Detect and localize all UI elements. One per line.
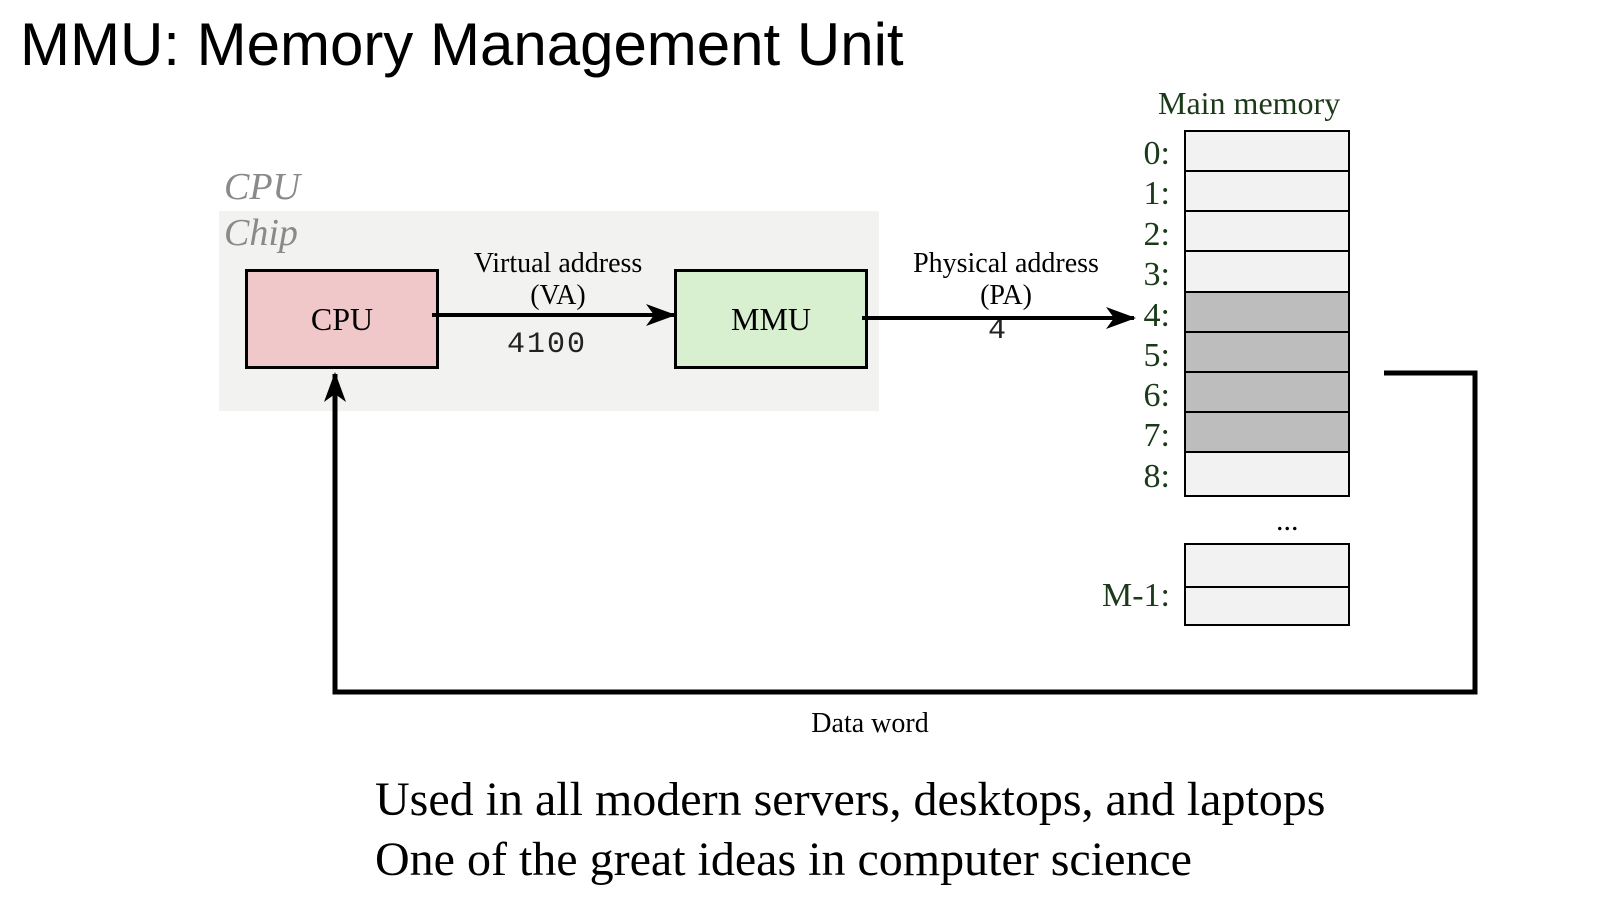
- memory-cell-5: [1184, 331, 1350, 374]
- memory-address-6: 6:: [1143, 377, 1170, 414]
- memory-address-3: 3:: [1143, 256, 1170, 293]
- memory-cell-m-1: [1184, 586, 1350, 626]
- slide-title: MMU: Memory Management Unit: [20, 11, 904, 78]
- virtual-address-value: 4100: [507, 328, 588, 362]
- cpu-chip-label: CPU Chip: [224, 164, 300, 256]
- mmu-box-label: MMU: [730, 300, 811, 337]
- memory-cell-8: [1184, 451, 1350, 497]
- physical-address-label: Physical address (PA): [906, 248, 1106, 312]
- main-memory-title: Main memory: [1158, 85, 1341, 121]
- memory-address-0: 0:: [1143, 135, 1170, 172]
- data-word-return-path: [324, 370, 1478, 695]
- footer-text: Used in all modern servers, desktops, an…: [375, 770, 1325, 890]
- virtual-address-label: Virtual address (VA): [468, 248, 648, 312]
- footer-line2: One of the great ideas in computer scien…: [375, 833, 1192, 886]
- memory-cell-m-2: [1184, 543, 1350, 589]
- memory-cell-7: [1184, 411, 1350, 454]
- memory-address-4: 4:: [1143, 297, 1170, 334]
- memory-cell-4: [1184, 291, 1350, 334]
- data-word-label: Data word: [811, 708, 929, 739]
- physical-address-value: 4: [988, 314, 1009, 348]
- cpu-chip-label-line2: Chip: [224, 212, 298, 254]
- memory-cell-0: [1184, 130, 1350, 173]
- memory-address-8: 8:: [1143, 458, 1170, 495]
- memory-address-1: 1:: [1143, 175, 1170, 212]
- cpu-box-label: CPU: [310, 300, 374, 337]
- memory-ellipsis: ...: [1276, 504, 1299, 537]
- memory-address-5: 5:: [1143, 337, 1170, 374]
- memory-address-7: 7:: [1143, 417, 1170, 454]
- footer-line1: Used in all modern servers, desktops, an…: [375, 773, 1326, 826]
- virtual-address-label-line2: (VA): [530, 280, 586, 311]
- physical-address-label-line1: Physical address: [913, 248, 1099, 279]
- cpu-chip-label-line1: CPU: [224, 166, 300, 208]
- memory-address-2: 2:: [1143, 216, 1170, 253]
- memory-cell-6: [1184, 371, 1350, 414]
- cpu-box: CPU: [245, 269, 439, 369]
- memory-address-m-1: M-1:: [1102, 577, 1170, 614]
- physical-address-label-line2: (PA): [980, 280, 1032, 311]
- virtual-address-label-line1: Virtual address: [473, 248, 643, 279]
- memory-cell-1: [1184, 170, 1350, 213]
